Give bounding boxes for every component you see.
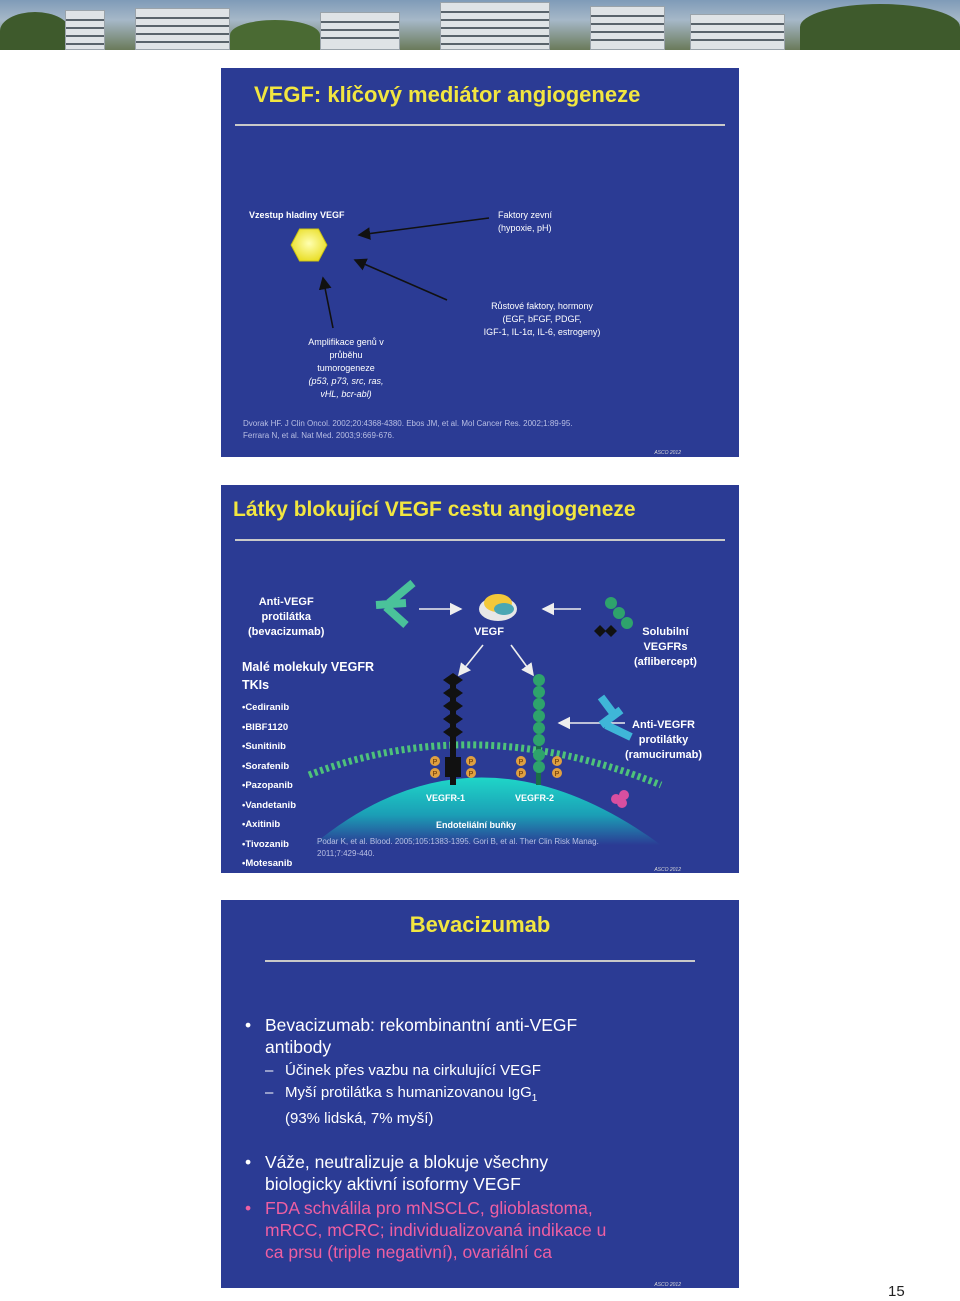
- endothelial-label: Endoteliální buňky: [436, 820, 517, 830]
- building-shape: [590, 6, 665, 50]
- male-molekuly-label: Malé molekuly VEGFR TKIs: [242, 660, 374, 692]
- tki-item: •Sorafenib: [242, 760, 290, 772]
- subbullet-humanized: – Myší protilátka s humanizovanou IgG1 (…: [265, 1084, 538, 1127]
- phospho-label: P: [469, 759, 474, 766]
- tree-shape: [230, 20, 320, 50]
- arrow-vegf-vegfr2: [510, 644, 534, 677]
- tki-item: •Cediranib: [242, 702, 290, 713]
- tki-item: •Motesanib: [242, 858, 293, 869]
- endothelial-cell: [313, 777, 661, 845]
- bevacizumab-antibody-icon: [375, 579, 416, 628]
- phospho-label: P: [433, 771, 438, 778]
- phospho-groups: [430, 756, 562, 778]
- building-shape: [690, 14, 785, 50]
- cell-membrane: [307, 741, 663, 789]
- arrows-diagram: [318, 217, 490, 329]
- bullet-bevacizumab-definition: • Bevacizumab: rekombinantní anti-VEGF a…: [245, 1015, 578, 1057]
- ramucirumab-antibody-icon: [597, 694, 633, 741]
- tki-item: •Tivozanib: [242, 838, 289, 850]
- anti-vegf-label: Anti-VEGF protilátka (bevacizumab): [248, 596, 325, 638]
- phospho-label: P: [555, 759, 560, 766]
- asco-logo: ASCO 2012: [654, 1282, 681, 1288]
- building-shape: [320, 12, 400, 50]
- tki-list: •Cediranib •BIBF1120 •Sunitinib •Sorafenib •…: [242, 698, 296, 873]
- vegf-hexagon-icon: [290, 228, 328, 262]
- phospho-label: P: [555, 771, 560, 778]
- vegfr2-receptor-icon: [533, 674, 545, 785]
- tki-item: •BIBF1120: [242, 721, 289, 733]
- arrow-amplifikace: [318, 276, 334, 329]
- aflibercept-icon: [594, 597, 633, 637]
- solubilni-label: Solubilní VEGFRs (aflibercept): [634, 626, 697, 668]
- vegfr1-label: VEGFR-1: [426, 793, 466, 803]
- tree-shape: [0, 12, 70, 50]
- bullet-fda-approval: • FDA schválila pro mNSCLC, glioblastoma…: [245, 1198, 607, 1262]
- slide-title: VEGF: klíčový mediátor angiogeneze: [254, 82, 641, 107]
- title-divider: [235, 539, 725, 541]
- building-shape: [135, 8, 230, 50]
- arrow-rustove: [353, 258, 448, 301]
- title-divider: [265, 960, 695, 962]
- phospho-label: P: [433, 759, 438, 766]
- subbullet-mechanism: – Účinek přes vazbu na cirkulující VEGF: [265, 1062, 541, 1079]
- asco-logo: ASCO 2012: [654, 867, 681, 873]
- vegf-ligand-icon: [479, 594, 517, 621]
- rustove-label: Růstové faktory, hormony (EGF, bFGF, PDG…: [483, 301, 601, 337]
- arrow-faktory: [357, 217, 490, 240]
- tki-item: •Sunitinib: [242, 741, 286, 752]
- building-shape: [440, 2, 550, 50]
- faktory-label: Faktory zevní (hypoxie, pH): [498, 210, 553, 233]
- vegfr2-label: VEGFR-2: [515, 793, 555, 803]
- bullet-neutralizes: • Váže, neutralizuje a blokuje všechny b…: [245, 1152, 549, 1194]
- page-number: 15: [888, 1283, 905, 1300]
- slide-title: Látky blokující VEGF cestu angiogeneze: [233, 498, 636, 521]
- tki-item: •Vandetanib: [242, 799, 297, 811]
- asco-logo: ASCO 2012: [654, 450, 681, 456]
- vzestup-label: Vzestup hladiny VEGF: [249, 210, 345, 220]
- tki-item: •Axitinib: [242, 819, 281, 830]
- slide-title: Bevacizumab: [409, 912, 551, 937]
- anti-vegfr-label: Anti-VEGFR protilátky (ramucirumab): [625, 719, 703, 761]
- amplifikace-label: Amplifikace genů v průběhu tumorogeneze …: [308, 337, 384, 399]
- building-shape: [65, 10, 105, 50]
- vegfr1-receptor-icon: [443, 673, 463, 785]
- phospho-label: P: [469, 771, 474, 778]
- phospho-label: P: [519, 759, 524, 766]
- tki-molecule-icon: [611, 790, 629, 808]
- vegf-label: VEGF: [474, 626, 504, 638]
- slide-vegf-blockers: Látky blokující VEGF cestu angiogeneze A…: [221, 485, 739, 873]
- references: Dvorak HF. J Clin Oncol. 2002;20:4368-43…: [243, 419, 573, 440]
- tree-shape: [800, 4, 960, 50]
- header-photo-banner: [0, 0, 960, 50]
- title-divider: [235, 124, 725, 126]
- phospho-label: P: [519, 771, 524, 778]
- arrow-vegf-vegfr1: [458, 644, 484, 677]
- references: Podar K, et al. Blood. 2005;105:1383-139…: [317, 837, 599, 858]
- slide-vegf-mediator: VEGF: klíčový mediátor angiogeneze Vzest…: [221, 68, 739, 457]
- slide-bevacizumab: Bevacizumab • Bevacizumab: rekombinantní…: [221, 900, 739, 1288]
- tki-item: •Pazopanib: [242, 780, 293, 791]
